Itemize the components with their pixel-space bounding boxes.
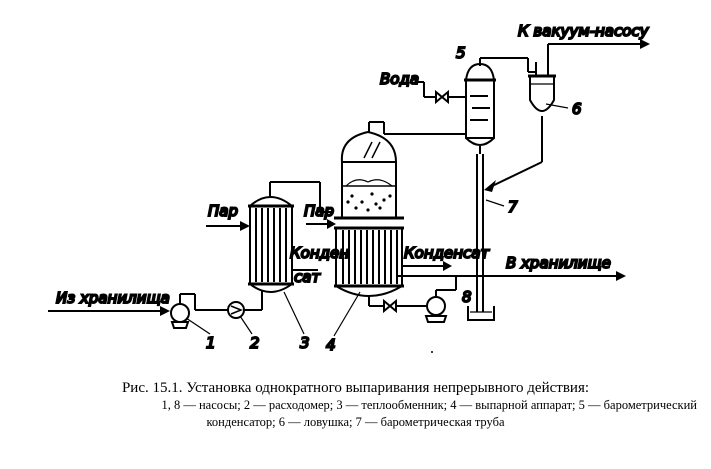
number-8: 8 [462,288,472,306]
heat-exchanger-3 [248,182,294,293]
vacuum-line [547,39,650,76]
number-5: 5 [456,44,466,62]
caption-line-2: конденсатор; 6 — ловушка; 7 — барометрич… [206,415,505,429]
label-condensate-2: Конденсат [404,244,490,262]
barometric-condenser-5 [464,58,496,154]
hx-to-evaporator-line [270,181,334,213]
label-condensate-b: сат [294,268,321,286]
number-2: 2 [250,334,260,352]
vapour-line [368,121,466,135]
condenser-to-trap [480,57,536,73]
label-from-storage: Из хранилища [56,289,170,307]
flowmeter-2 [227,290,263,319]
label-to-storage: В хранилище [506,254,611,272]
product-line [398,271,626,281]
trap-6 [528,62,556,128]
bottom-line [368,298,426,314]
number-3: 3 [300,334,310,352]
label-to-vacuum: К вакуум-насосу [518,22,650,40]
barometric-pipe-7 [467,128,543,321]
process-diagram: Из хранилища Пар Конден сат [48,21,651,355]
leader-lines [185,103,569,337]
caption-title: Рис. 15.1. Установка однократного выпари… [121,380,590,396]
pump-1 [170,293,228,329]
pump-8 [424,276,457,323]
label-steam-1: Пар [208,202,238,220]
label-water: Вода [380,70,419,88]
evaporator-4 [334,130,404,304]
number-1: 1 [206,334,216,352]
number-7: 7 [508,198,518,216]
figure-caption: Рис. 15.1. Установка однократного выпари… [0,379,711,431]
label-condensate-a: Конден [290,244,349,262]
water-line [418,81,466,105]
feed-line [48,306,170,316]
caption-line-1: 1, 8 — насосы; 2 — расходомер; 3 — тепло… [161,398,697,412]
number-6: 6 [572,100,582,118]
number-4: 4 [326,336,336,354]
label-steam-2: Пар [304,202,334,220]
